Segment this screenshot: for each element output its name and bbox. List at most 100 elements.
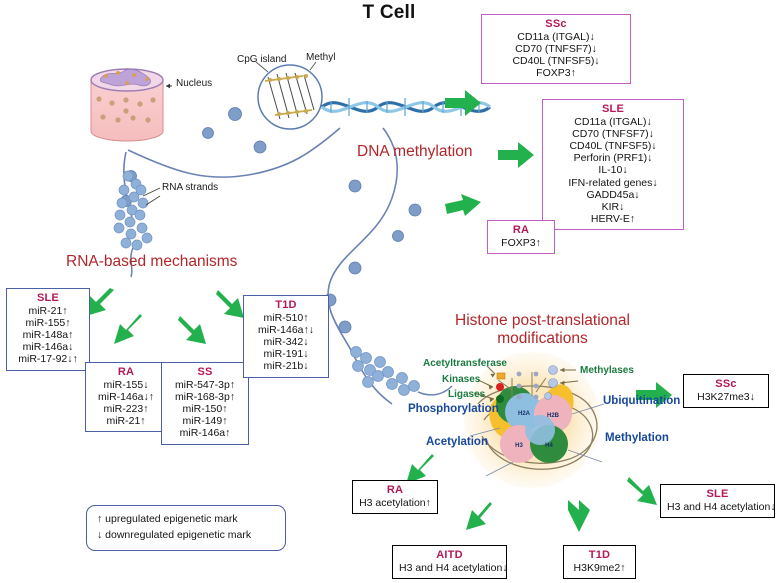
box-ssc-histone-item-0: H3K27me3↓ <box>697 390 755 403</box>
arrow-to-ss-rna <box>172 314 212 352</box>
cpg-island-magnifier <box>255 61 323 130</box>
box-ssc-methylation-title: SSc <box>545 18 567 30</box>
box-sle-rna-title: SLE <box>37 292 59 304</box>
legend: ↑ upregulated epigenetic mark ↓ downregu… <box>86 505 286 551</box>
box-ssc-methylation-item-3: FOXP3↑ <box>536 67 576 80</box>
box-t1d-rna-item-1: miR-146a↑↓ <box>257 323 315 336</box>
histone-ptm-heading-line1: Histone post-translational <box>455 312 630 329</box>
box-ra-methylation-item-0: FOXP3↑ <box>501 236 541 249</box>
box-sle-histone: SLE H3 and H4 acetylation↓ <box>660 484 776 518</box>
box-aitd-histone-title: AITD <box>436 549 463 561</box>
box-ra-histone-title: RA <box>386 484 404 496</box>
box-ss-rna-item-2: miR-150↑ <box>182 403 228 416</box>
box-ssc-methylation-item-2: CD40L (TNFSF5)↓ <box>512 55 600 68</box>
dna-methylation-heading: DNA methylation <box>357 143 473 160</box>
rna-based-mechanisms-heading: RNA-based mechanisms <box>66 253 238 270</box>
box-sle-methylation-title: SLE <box>602 103 624 115</box>
ligases-label: Ligases <box>448 389 486 400</box>
arrow-to-sle-rna <box>78 286 116 320</box>
phosphorylation-label: Phosphorylation <box>408 403 499 415</box>
box-ss-rna-item-1: miR-168-3p↑ <box>174 390 236 403</box>
page-title: T Cell <box>362 2 416 23</box>
arrow-to-ssc-methylation <box>443 88 483 118</box>
arrow-to-ssc-histone <box>634 380 674 410</box>
arrow-to-ra-rna <box>108 312 146 350</box>
box-sle-methylation-item-7: KIR↓ <box>601 200 625 213</box>
box-ra-rna-item-2: miR-223↑ <box>103 403 149 416</box>
box-ra-rna-item-1: miR-146a↓↑ <box>97 390 155 403</box>
box-ra-rna: RA miR-155↓ miR-146a↓↑ miR-223↑ miR-21↑ <box>85 362 167 433</box>
box-t1d-histone: T1D H3K9me2↑ <box>563 545 636 579</box>
box-ss-rna-item-4: miR-146a↑ <box>179 427 231 440</box>
box-ssc-histone: SSc H3K27me3↓ <box>683 374 769 408</box>
nucleus-label: Nucleus <box>176 78 213 89</box>
histone-h2b-label: H2B <box>547 413 560 419</box>
acetyltransferase-label: Acetyltransferase <box>423 358 507 369</box>
box-aitd-histone: AITD H3 and H4 acetylation↓ <box>392 545 508 579</box>
kinases-label: Kinases <box>442 374 481 385</box>
arrow-to-t1d-rna <box>212 288 252 324</box>
box-ra-rna-item-0: miR-155↓ <box>103 378 149 391</box>
arrow-to-sle-methylation <box>496 140 536 170</box>
box-sle-methylation: SLE CD11a (ITGAL)↓ CD70 (TNFSF7)↓ CD40L … <box>542 99 684 231</box>
box-sle-methylation-item-1: CD70 (TNFSF7)↓ <box>572 127 654 140</box>
legend-downregulated: ↓ downregulated epigenetic mark <box>97 528 252 541</box>
box-ra-methylation-title: RA <box>512 224 530 236</box>
methylases-label: Methylases <box>580 365 634 376</box>
box-t1d-rna-item-2: miR-342↓ <box>263 336 309 349</box>
arrow-to-aitd-histone <box>462 500 498 538</box>
ubiquitination-label: Ubiquitination <box>603 395 681 407</box>
box-t1d-histone-title: T1D <box>588 549 611 561</box>
box-ra-histone: RA H3 acetylation↑ <box>352 480 438 514</box>
box-ss-rna-item-3: miR-149↑ <box>182 415 228 428</box>
box-ssc-methylation-item-1: CD70 (TNFSF7)↓ <box>515 42 597 55</box>
rna-strands-label: RNA strands <box>162 182 219 193</box>
box-t1d-rna-item-0: miR-510↑ <box>263 311 309 324</box>
arrow-to-sle-histone <box>623 475 663 513</box>
box-sle-histone-title: SLE <box>706 488 729 500</box>
methyl-label: Methyl <box>306 52 336 63</box>
box-ra-histone-item-0: H3 acetylation↑ <box>359 496 431 509</box>
arrow-to-t1d-histone <box>562 498 596 536</box>
nucleus-illustration <box>90 68 172 142</box>
histone-ptm-heading: Histone post-translational modifications <box>435 312 650 349</box>
box-sle-methylation-item-5: IFN-related genes↓ <box>568 176 658 189</box>
box-t1d-rna-item-3: miR-191↓ <box>263 348 309 361</box>
histone-h3-label: H3 <box>515 443 523 449</box>
box-ra-methylation: RA FOXP3↑ <box>487 220 555 254</box>
box-ra-rna-title: RA <box>117 366 135 378</box>
acetylation-label: Acetylation <box>426 436 488 448</box>
box-aitd-histone-item-0: H3 and H4 acetylation↓ <box>399 561 508 574</box>
box-sle-methylation-item-8: HERV-E↑ <box>590 213 636 226</box>
arrow-to-ra-methylation <box>443 190 483 220</box>
box-sle-methylation-item-4: IL-10↓ <box>598 164 628 177</box>
chromatin-bead-cluster <box>350 346 420 396</box>
box-sle-rna-item-0: miR-21↑ <box>28 304 68 317</box>
box-ra-rna-item-3: miR-21↑ <box>106 415 146 428</box>
box-sle-rna: SLE miR-21↑ miR-155↑ miR-148a↑ miR-146a↓… <box>6 288 90 371</box>
histone-h4-label: H4 <box>545 443 553 449</box>
box-ss-rna-item-0: miR-547-3p↑ <box>174 378 236 391</box>
box-ss-rna-title: SS <box>197 366 213 378</box>
box-sle-rna-item-1: miR-155↑ <box>25 316 71 329</box>
arrow-to-ra-histone <box>400 452 440 488</box>
box-sle-rna-item-4: miR-17-92↓↑ <box>18 353 78 366</box>
box-ssc-methylation: SSc CD11a (ITGAL)↓ CD70 (TNFSF7)↓ CD40L … <box>481 14 631 85</box>
box-ssc-histone-title: SSc <box>715 378 737 390</box>
histone-ptm-heading-line2: modifications <box>497 330 588 348</box>
box-sle-histone-item-0: H3 and H4 acetylation↓ <box>667 500 776 513</box>
box-t1d-rna: T1D miR-510↑ miR-146a↑↓ miR-342↓ miR-191… <box>243 295 329 378</box>
box-t1d-rna-title: T1D <box>275 299 297 311</box>
rna-strands-illustration <box>113 170 153 251</box>
box-t1d-histone-item-0: H3K9me2↑ <box>573 561 626 574</box>
legend-upregulated: ↑ upregulated epigenetic mark <box>97 513 238 525</box>
box-ss-rna: SS miR-547-3p↑ miR-168-3p↑ miR-150↑ miR-… <box>161 362 249 445</box>
box-sle-methylation-item-6: GADD45a↓ <box>586 188 640 201</box>
box-sle-methylation-item-3: Perforin (PRF1)↓ <box>573 152 653 165</box>
box-ssc-methylation-item-0: CD11a (ITGAL)↓ <box>517 30 595 43</box>
histone-h2a-label: H2A <box>518 411 531 417</box>
box-sle-methylation-item-0: CD11a (ITGAL)↓ <box>574 115 652 128</box>
box-sle-methylation-item-2: CD40L (TNFSF5)↓ <box>569 140 657 153</box>
methylation-label: Methylation <box>605 432 669 444</box>
box-sle-rna-item-2: miR-148a↑ <box>22 329 74 342</box>
